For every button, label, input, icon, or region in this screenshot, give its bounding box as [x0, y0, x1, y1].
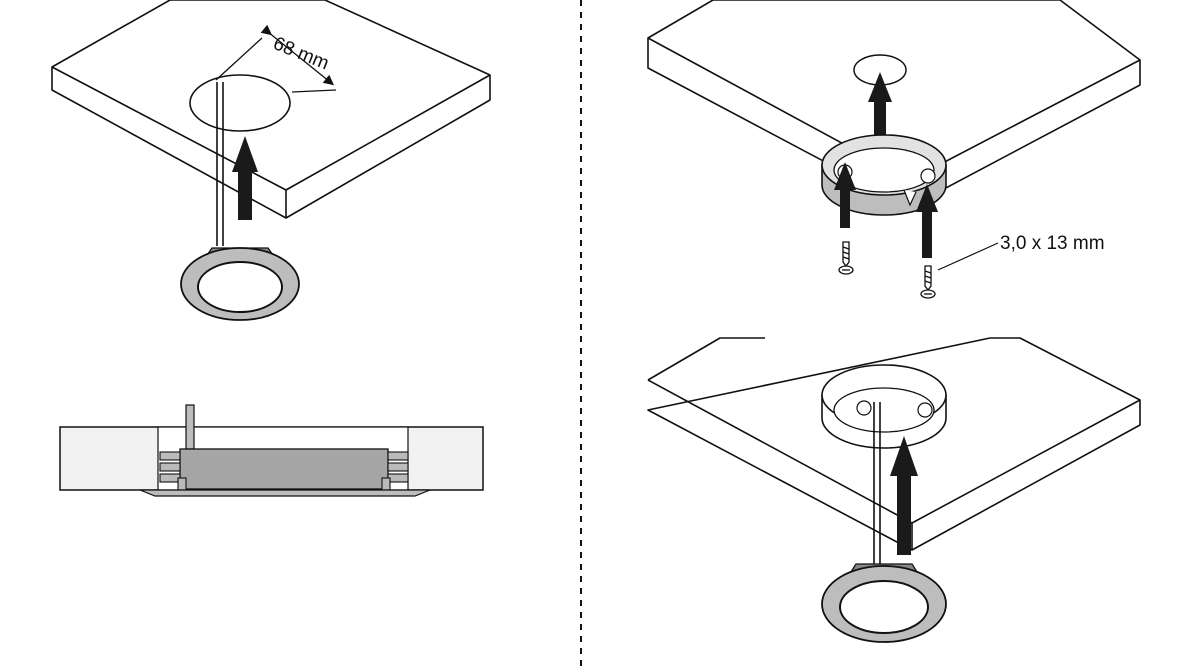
- screw-icon: [838, 241, 854, 275]
- screw-leader-line: [937, 242, 999, 271]
- light-flange: [139, 489, 431, 497]
- step-surface-housing: 3,0 x 13 mm: [647, 0, 1141, 299]
- arrow-up-icon: [232, 136, 258, 220]
- arrow-up-icon: [868, 72, 892, 140]
- arrow-up-icon: [916, 184, 938, 258]
- mounting-hole: [189, 74, 291, 132]
- surface-housing: [821, 364, 947, 449]
- screw-icon: [920, 265, 936, 299]
- led-ring-icon: [821, 563, 947, 643]
- surface-housing: [821, 134, 947, 216]
- arrow-up-icon: [890, 436, 918, 555]
- screw-size-label: 3,0 x 13 mm: [1000, 233, 1105, 254]
- step-cross-section: [59, 404, 484, 497]
- cable-stub: [185, 404, 195, 450]
- step-recessed-mount: 68 mm: [51, 0, 491, 321]
- led-ring-icon: [180, 247, 300, 321]
- cable-icon: [216, 82, 224, 246]
- arrow-up-icon: [834, 162, 856, 228]
- dimension-68mm: [215, 24, 337, 93]
- light-body: [179, 448, 389, 490]
- step-insert-light: [647, 337, 1141, 643]
- cable-icon: [873, 402, 881, 572]
